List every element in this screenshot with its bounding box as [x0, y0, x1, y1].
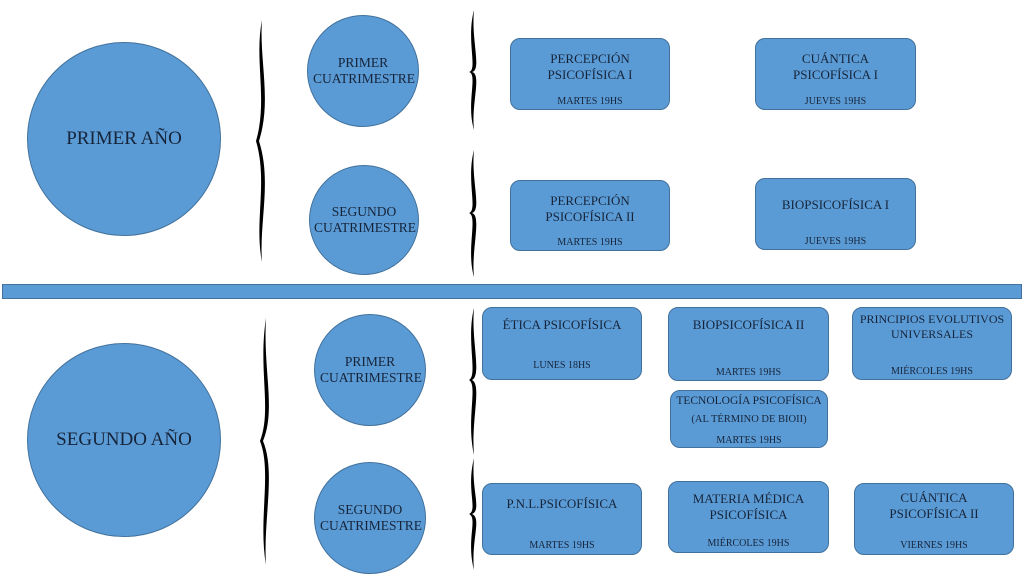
course-time: JUEVES 19HS — [804, 96, 867, 107]
term-circle: PRIMER CUATRIMESTRE — [314, 314, 426, 426]
course-time: MARTES 19HS — [716, 435, 782, 446]
course-title: PERCEPCIÓN PSICOFÍSICA II — [545, 193, 635, 224]
course-title: BIOPSICOFÍSICA I — [781, 197, 890, 212]
year-label: PRIMER AÑO — [66, 128, 182, 149]
course-time: MARTES 19HS — [557, 237, 623, 248]
course-box: PERCEPCIÓN PSICOFÍSICA II MARTES 19HS — [510, 180, 670, 251]
course-box: P.N.L.PSICOFÍSICA MARTES 19HS — [482, 483, 642, 555]
course-time: VIERNES 19HS — [900, 540, 968, 551]
course-title: MATERIA MÉDICA PSICOFÍSICA — [692, 491, 805, 522]
brace-icon — [469, 308, 477, 455]
course-box: BIOPSICOFÍSICA II MARTES 19HS — [668, 307, 829, 381]
course-box: PERCEPCIÓN PSICOFÍSICA I MARTES 19HS — [510, 38, 670, 110]
term-label: SEGUNDO CUATRIMESTRE — [320, 502, 423, 533]
term-label: SEGUNDO CUATRIMESTRE — [314, 204, 417, 235]
course-title: P.N.L.PSICOFÍSICA — [506, 496, 618, 511]
term-circle: PRIMER CUATRIMESTRE — [307, 15, 419, 127]
year-label: SEGUNDO AÑO — [56, 429, 192, 450]
course-time: MARTES 19HS — [557, 96, 623, 107]
course-box: PRINCIPIOS EVOLUTIVOS UNIVERSALES MIÉRCOL… — [852, 307, 1012, 380]
year-circle-primer-ano: PRIMER AÑO — [27, 42, 221, 236]
course-box: ÉTICA PSICOFÍSICA LUNES 18HS — [482, 307, 642, 380]
term-circle: SEGUNDO CUATRIMESTRE — [309, 165, 419, 275]
course-title: TECNOLOGÍA PSICOFÍSICA — [676, 395, 822, 407]
course-title: CUÁNTICA PSICOFÍSICA II — [889, 490, 979, 521]
course-time: MARTES 19HS — [529, 540, 595, 551]
course-box: MATERIA MÉDICA PSICOFÍSICA MIÉRCOLES 19HS — [668, 481, 829, 553]
course-box: CUÁNTICA PSICOFÍSICA I JUEVES 19HS — [755, 38, 916, 110]
course-title: ÉTICA PSICOFÍSICA — [502, 317, 622, 332]
term-circle: SEGUNDO CUATRIMESTRE — [314, 462, 426, 574]
course-time: LUNES 18HS — [533, 360, 591, 371]
course-time: JUEVES 19HS — [804, 236, 867, 247]
brace-icon — [469, 10, 477, 130]
year-circle-segundo-ano: SEGUNDO AÑO — [27, 343, 221, 537]
course-title: CUÁNTICA PSICOFÍSICA I — [793, 51, 878, 82]
brace-icon — [469, 458, 477, 570]
brace-icon — [256, 20, 265, 262]
course-time: MARTES 19HS — [715, 367, 782, 378]
term-label: PRIMER CUATRIMESTRE — [313, 55, 416, 86]
course-time: MIÉRCOLES 19HS — [891, 366, 973, 377]
course-box: CUÁNTICA PSICOFÍSICA II VIERNES 19HS — [854, 483, 1014, 555]
brace-icon — [469, 150, 477, 277]
year-divider-bar — [2, 284, 1022, 299]
course-time: MIÉRCOLES 19HS — [707, 538, 790, 549]
course-title: BIOPSICOFÍSICA II — [692, 317, 805, 332]
course-box: BIOPSICOFÍSICA I JUEVES 19HS — [755, 178, 916, 250]
course-box: TECNOLOGÍA PSICOFÍSICA (AL TÉRMINO DE BIO… — [670, 390, 828, 448]
course-subtitle: (AL TÉRMINO DE BIOII) — [691, 414, 807, 425]
brace-icon — [260, 318, 269, 565]
term-label: PRIMER CUATRIMESTRE — [320, 354, 423, 385]
course-title: PRINCIPIOS EVOLUTIVOS UNIVERSALES — [859, 312, 1005, 341]
course-title: PERCEPCIÓN PSICOFÍSICA I — [547, 51, 633, 82]
